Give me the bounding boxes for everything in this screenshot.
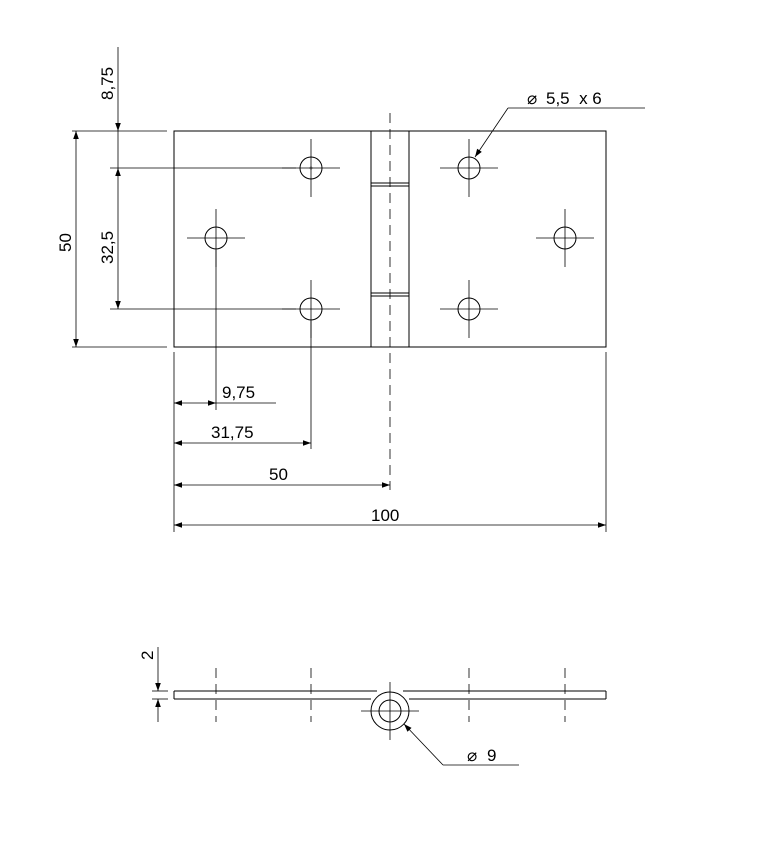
- dim-text-height: 50: [56, 233, 75, 252]
- pin-note-text: 9: [487, 746, 496, 765]
- hole: [440, 280, 498, 338]
- dim-text-x-hole-inner: 31,75: [211, 423, 254, 442]
- pin-note-leader-arrow: [403, 723, 444, 766]
- dim-text-offset-top: 8,75: [98, 67, 117, 100]
- hole-note-text: 5,5 x 6: [546, 89, 602, 108]
- top-view: 8,75 50 32,5 9,75 31,75 50 100 ⌀ 5,5 x 6: [56, 47, 645, 532]
- left-leaf-outline: [173, 130, 372, 348]
- dim-text-x-axis: 50: [269, 465, 288, 484]
- dim-text-total-width: 100: [371, 506, 399, 525]
- diameter-symbol: ⌀: [467, 746, 477, 765]
- hole: [536, 209, 594, 267]
- dim-text-hole-spacing: 32,5: [98, 231, 117, 264]
- dim-text-x-hole-left: 9,75: [222, 383, 255, 402]
- right-leaf-outline: [408, 130, 607, 348]
- diameter-symbol: ⌀: [527, 89, 537, 108]
- dim-text-thickness: 2: [138, 651, 157, 660]
- hole: [440, 139, 498, 197]
- side-view: 2 ⌀ 9: [138, 647, 607, 766]
- hole-note-leader-arrow: [474, 107, 509, 158]
